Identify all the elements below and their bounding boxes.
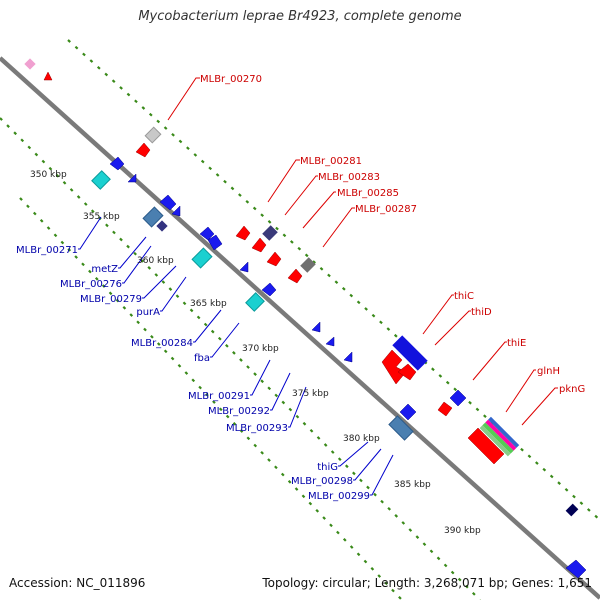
tick-label: 385 kbp [394,480,431,490]
reverse-genes [109,156,587,579]
gene-label: MLBr_00283 [318,172,380,183]
gene-navy-thiC [392,335,428,371]
gene-arrow [109,156,125,171]
gene-label: MLBr_00279 [80,294,142,305]
gene-label: MLBr_00291 [188,391,250,402]
gene-label: MLBr_00285 [337,188,399,199]
gene-arrow [437,401,453,417]
gene-label: thiE [507,338,526,349]
gene-arrow [171,205,181,217]
gene-label: MLBr_00271 [16,245,78,256]
gene-stack-glnH [479,416,520,457]
gene-arrow [43,71,53,81]
tick-label: 380 kbp [343,434,380,444]
gene-arrow [311,321,321,333]
forward-genes [43,71,505,465]
gene-arrow [325,336,335,347]
gene-arrow [135,142,151,158]
gene-cyan-fba [245,292,265,312]
gene-arrow [261,282,277,297]
gene-cyan-271 [91,170,111,190]
gene-arrow [207,234,223,251]
gene-label: MLBr_00292 [208,406,270,417]
gene-arrow [199,226,215,241]
gene-navy-276b [156,220,168,232]
tick-label: 375 kbp [292,389,329,399]
reverse-gene-labels: MLBr_00271 metZ MLBr_00276 MLBr_00279 pu… [16,245,370,502]
forward-gene-labels: MLBr_00270 MLBr_00281 MLBr_00283 MLBr_00… [200,74,585,395]
gene-arrow [467,427,505,465]
gene-gray-270 [144,126,162,144]
gene-gray-287 [300,257,316,273]
gene-label: thiC [454,291,474,302]
gene-arrow [127,173,137,183]
genome-backbone [0,56,600,600]
reverse-track-outer [0,117,481,600]
gene-steel-276 [142,206,164,228]
gene-arrow [235,225,251,241]
gene-label: glnH [537,366,560,377]
gene-arrow [159,194,177,211]
gene-arrow [381,349,407,385]
tick-label: 355 kbp [83,212,120,222]
gene-label: purA [136,307,160,318]
forward-connectors [167,77,558,426]
gene-label: fba [194,353,210,364]
gene-arrow [343,351,353,363]
gene-label: MLBr_00299 [308,491,370,502]
gene-label: MLBr_00281 [300,156,362,167]
gene-pink [24,58,36,70]
forward-track-outer [67,39,600,521]
gene-label: MLBr_00284 [131,338,193,349]
tick-label: 350 kbp [30,170,67,180]
gene-navy-end [565,503,579,517]
reverse-track-inner [19,197,403,600]
gene-arrow [565,559,587,579]
gene-navy-283 [262,225,278,241]
gene-label: MLBr_00298 [291,476,353,487]
topology-text: Topology: circular; Length: 3,268,071 bp… [262,576,592,590]
tick-label: 370 kbp [242,344,279,354]
gene-arrow [251,237,267,253]
dotted-tracks [0,39,600,600]
tick-labels: 350 kbp 355 kbp 360 kbp 365 kbp 370 kbp … [30,170,481,536]
gene-label: MLBr_00293 [226,423,288,434]
gene-arrow [399,403,417,421]
gene-arrow [397,363,417,381]
gene-label: pknG [559,384,585,395]
gene-arrow [239,261,249,273]
tick-label: 365 kbp [190,299,227,309]
gene-arrow [449,389,467,407]
gene-label: MLBr_00276 [60,279,122,290]
gene-label: metZ [91,264,118,275]
gene-steel-thiG [388,415,414,441]
gene-label: MLBr_00270 [200,74,262,85]
reverse-connectors [78,216,394,496]
gene-arrow [266,251,282,267]
gene-label: thiD [471,307,492,318]
gene-cyan-purA [191,247,213,269]
tick-label: 360 kbp [137,256,174,266]
gene-label: thiG [317,462,338,473]
gene-arrow [287,268,303,284]
genome-title: Mycobacterium leprae Br4923, complete ge… [138,9,462,24]
accession-text: Accession: NC_011896 [9,576,146,590]
gene-label: MLBr_00287 [355,204,417,215]
tick-label: 390 kbp [444,526,481,536]
